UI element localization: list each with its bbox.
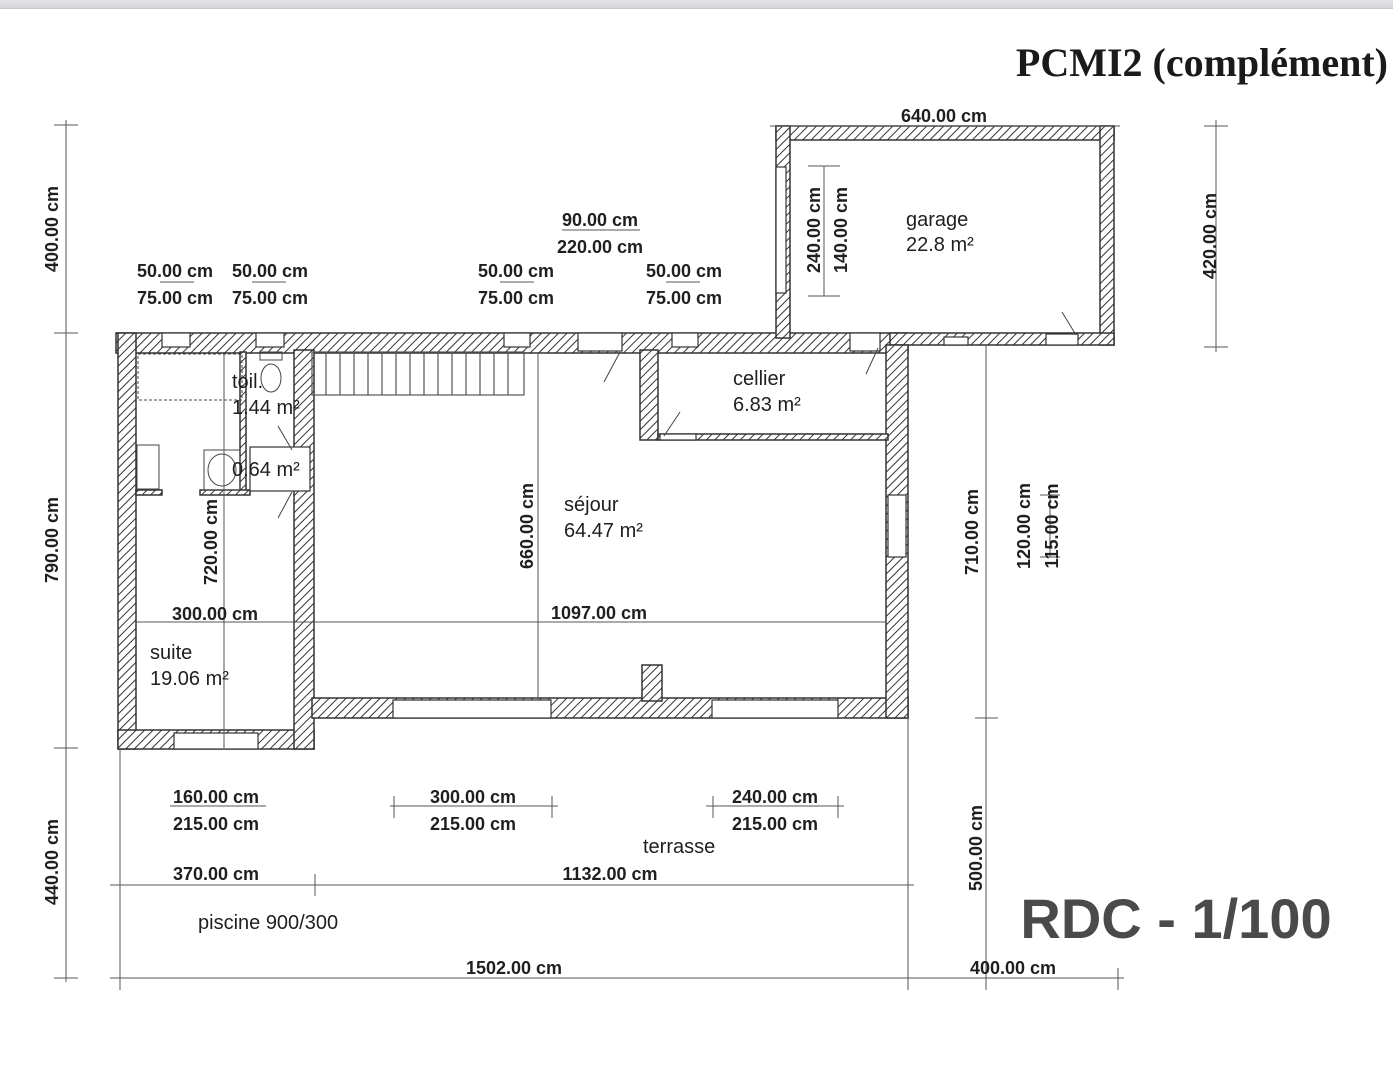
dim-window4-height: 75.00 cm — [646, 288, 722, 308]
dim-suite-height: 720.00 cm — [201, 499, 221, 585]
room-sejour-area: 64.47 m² — [564, 520, 643, 542]
dim-segment-left: 370.00 cm — [173, 864, 259, 884]
room-suite-name: suite — [150, 642, 192, 664]
entry-door — [577, 332, 623, 352]
dim-bay3-width: 240.00 cm — [732, 787, 818, 807]
window-2 — [255, 332, 285, 348]
openings — [161, 166, 1079, 750]
dim-left-mid: 790.00 cm — [42, 497, 62, 583]
side-window — [887, 494, 907, 558]
dim-left-bottom: 440.00 cm — [42, 819, 62, 905]
scale-title: RDC - 1/100 — [1020, 887, 1331, 950]
document-title: PCMI2 (complément) — [1016, 40, 1388, 85]
dim-garage-door-height: 140.00 cm — [831, 187, 851, 273]
dim-window3-height: 75.00 cm — [478, 288, 554, 308]
dim-bay3-height: 215.00 cm — [732, 814, 818, 834]
sink-icon — [136, 444, 160, 490]
dim-sejour-width: 1097.00 cm — [551, 603, 647, 623]
room-piscine-name: piscine 900/300 — [198, 912, 338, 934]
staircase — [311, 351, 525, 396]
garage-door — [775, 166, 787, 294]
door-swings — [277, 311, 1077, 519]
window-1 — [161, 332, 191, 348]
dim-window1-width: 50.00 cm — [137, 261, 213, 281]
room-suite-area: 19.06 m² — [150, 668, 229, 690]
exterior-dimension-lines — [54, 120, 1228, 990]
dim-sejour-height: 660.00 cm — [517, 483, 537, 569]
dim-bay2-width: 300.00 cm — [430, 787, 516, 807]
dim-window4-width: 50.00 cm — [646, 261, 722, 281]
dim-door-height: 220.00 cm — [557, 237, 643, 257]
room-garage-name: garage — [906, 209, 968, 231]
room-cellier-area: 6.83 m² — [733, 394, 801, 416]
dim-total-width: 1502.00 cm — [466, 958, 562, 978]
room-toilet-area: 1.44 m² — [232, 397, 300, 419]
bay-window-2 — [392, 699, 552, 719]
garage-rear-door — [1045, 333, 1079, 346]
dim-side-window-height: 115.00 cm — [1042, 483, 1062, 568]
bay-window-3 — [711, 699, 839, 719]
toilet-icon — [260, 363, 282, 393]
shower-icon — [203, 449, 241, 491]
dim-segment-right: 1132.00 cm — [562, 864, 657, 884]
room-garage-area: 22.8 m² — [906, 234, 974, 256]
dim-window2-height: 75.00 cm — [232, 288, 308, 308]
cellier-door — [849, 332, 881, 352]
dim-left-top: 400.00 cm — [42, 186, 62, 272]
bathroom-fixtures — [136, 351, 283, 491]
room-toilet-name: toil. — [232, 371, 263, 393]
dim-garage-width: 640.00 cm — [901, 106, 987, 126]
dim-side-window-width: 120.00 cm — [1014, 483, 1034, 569]
bay-window-1 — [173, 732, 259, 750]
room-closet-area: 0.64 m² — [232, 459, 300, 481]
dim-door-width: 90.00 cm — [562, 210, 638, 230]
window-top-bar — [0, 0, 1393, 9]
dim-bay2-height: 215.00 cm — [430, 814, 516, 834]
dim-garage-door-width: 240.00 cm — [804, 187, 824, 273]
window-4 — [671, 332, 699, 348]
dim-right-bottom: 500.00 cm — [966, 805, 986, 891]
dim-bay1-height: 215.00 cm — [173, 814, 259, 834]
room-cellier-name: cellier — [733, 368, 786, 390]
window-3 — [503, 332, 531, 348]
dim-window1-height: 75.00 cm — [137, 288, 213, 308]
closet — [249, 446, 311, 492]
dim-suite-width: 300.00 cm — [172, 604, 258, 624]
dim-bay1-width: 160.00 cm — [173, 787, 259, 807]
cellier-inner-door — [659, 433, 697, 441]
dim-extra-width: 400.00 cm — [970, 958, 1056, 978]
dim-window3-width: 50.00 cm — [478, 261, 554, 281]
dim-window2-width: 50.00 cm — [232, 261, 308, 281]
interior-dimension-lines — [136, 165, 886, 748]
dim-garage-depth: 420.00 cm — [1200, 193, 1220, 279]
room-terrasse-name: terrasse — [643, 836, 715, 858]
garage-window — [943, 336, 969, 346]
room-sejour-name: séjour — [564, 494, 619, 516]
dim-right-mid: 710.00 cm — [962, 489, 982, 575]
